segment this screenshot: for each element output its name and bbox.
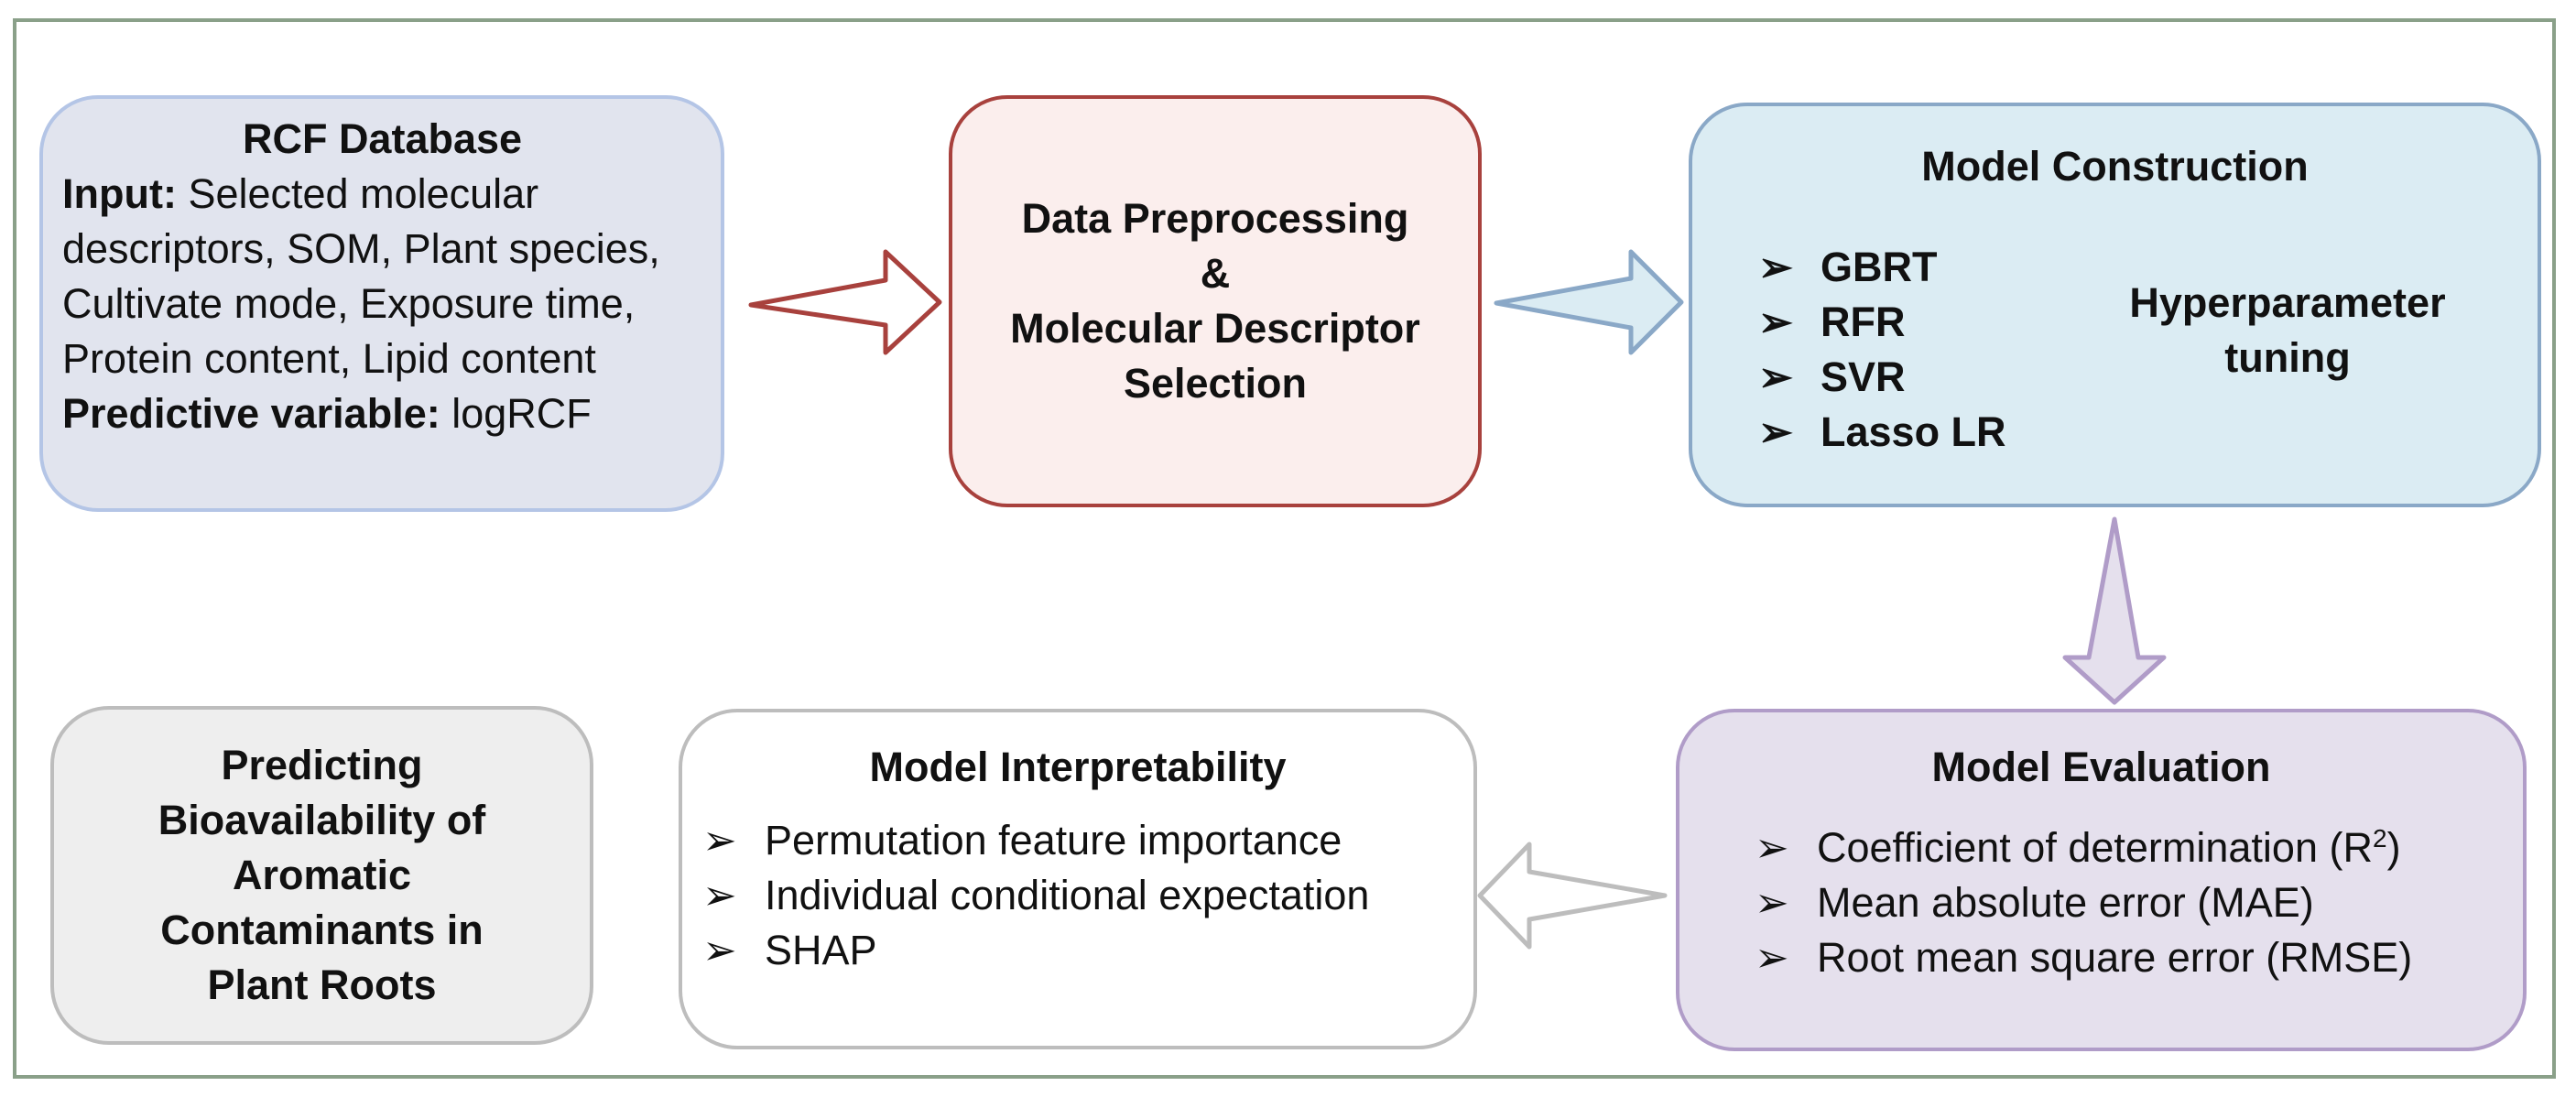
predict-line1: Predicting xyxy=(221,742,423,788)
predict-line5: Plant Roots xyxy=(207,961,437,1008)
rcf-input-text: Selected molecular xyxy=(188,170,539,217)
rcf-input-line4: Protein content, Lipid content xyxy=(62,335,596,382)
bullet-arrow-icon: ➢ xyxy=(702,872,737,918)
bullet-arrow-icon: ➢ xyxy=(702,927,737,973)
rcf-pred-text: logRCF xyxy=(451,390,592,437)
preprocessing-box: Data Preprocessing & Molecular Descripto… xyxy=(949,95,1482,507)
prep-line2: & xyxy=(1200,250,1231,297)
rcf-input-line2: descriptors, SOM, Plant species, xyxy=(62,225,660,272)
model-interpretability-box: Model Interpretability ➢Permutation feat… xyxy=(679,709,1477,1049)
bullet-arrow-icon: ➢ xyxy=(1755,879,1789,926)
eval-item-mae: ➢Mean absolute error (MAE) xyxy=(1755,875,2314,930)
arrow-eval-to-interp xyxy=(1477,842,1668,950)
eval-item-r2: ➢Coefficient of determination (R2) xyxy=(1755,820,2401,875)
model-construction-box: Model Construction ➢GBRT ➢RFR ➢SVR ➢Lass… xyxy=(1689,103,2541,507)
model-evaluation-title: Model Evaluation xyxy=(1931,744,2271,790)
interp-item-ice: ➢Individual conditional expectation xyxy=(702,868,1369,923)
prep-line4: Selection xyxy=(1123,360,1308,407)
model-item-lasso: ➢Lasso LR xyxy=(1758,405,2006,460)
rcf-input-label: Input: xyxy=(62,170,177,217)
model-interpretability-title: Model Interpretability xyxy=(869,744,1287,790)
model-item-rfr: ➢RFR xyxy=(1758,295,1905,350)
bullet-arrow-icon: ➢ xyxy=(702,817,737,863)
arrow-model-to-eval xyxy=(2062,516,2167,705)
predict-line3: Aromatic xyxy=(232,852,412,898)
interp-item-shap: ➢SHAP xyxy=(702,923,877,978)
bullet-arrow-icon: ➢ xyxy=(1755,934,1789,981)
bullet-arrow-icon: ➢ xyxy=(1758,353,1793,400)
rcf-input-line: Input: Selected molecular xyxy=(62,167,702,222)
prep-line3: Molecular Descriptor xyxy=(1010,305,1420,352)
prep-line1: Data Preprocessing xyxy=(1021,195,1409,242)
prediction-box: Predicting Bioavailability of Aromatic C… xyxy=(50,706,593,1045)
bullet-arrow-icon: ➢ xyxy=(1758,408,1793,455)
eval-item-rmse: ➢Root mean square error (RMSE) xyxy=(1755,930,2412,985)
rcf-title: RCF Database xyxy=(242,115,523,162)
rcf-pred-label: Predictive variable: xyxy=(62,390,440,437)
bullet-arrow-icon: ➢ xyxy=(1755,824,1789,871)
arrow-prep-to-model xyxy=(1494,249,1684,355)
interp-item-permutation: ➢Permutation feature importance xyxy=(702,813,1342,868)
bullet-arrow-icon: ➢ xyxy=(1758,244,1793,290)
model-evaluation-box: Model Evaluation ➢Coefficient of determi… xyxy=(1676,709,2527,1051)
bullet-arrow-icon: ➢ xyxy=(1758,299,1793,345)
arrow-rcf-to-prep xyxy=(748,249,942,355)
model-construction-title: Model Construction xyxy=(1921,143,2309,190)
rcf-database-box: RCF Database Input: Selected molecular d… xyxy=(39,95,724,512)
predict-line4: Contaminants in xyxy=(160,907,484,953)
model-item-gbrt: ➢GBRT xyxy=(1758,240,1938,295)
rcf-pred-line: Predictive variable: logRCF xyxy=(62,386,702,441)
model-item-svr: ➢SVR xyxy=(1758,350,1906,405)
hyperparameter-label: Hyperparameter tuning xyxy=(2129,279,2446,381)
rcf-input-line3: Cultivate mode, Exposure time, xyxy=(62,280,636,327)
predict-line2: Bioavailability of xyxy=(158,797,486,843)
